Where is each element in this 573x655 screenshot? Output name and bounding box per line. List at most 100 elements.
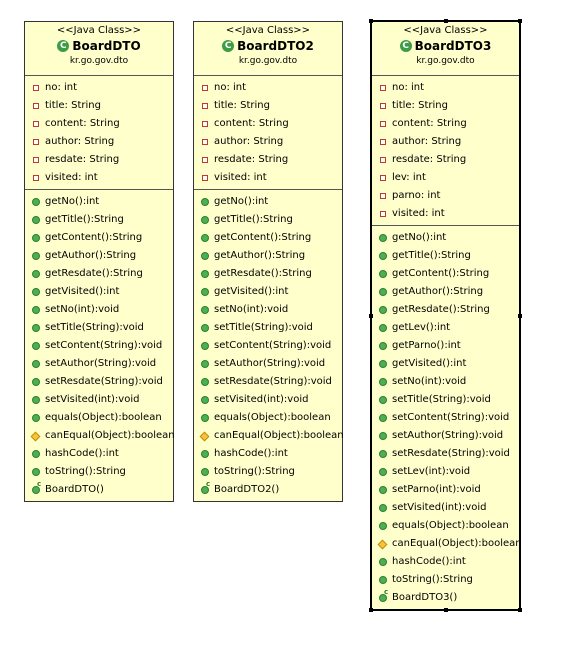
- method-row[interactable]: getNo():int: [25, 193, 173, 211]
- method-row[interactable]: toString():String: [372, 571, 519, 589]
- method-row[interactable]: getContent():String: [25, 229, 173, 247]
- method-label: getAuthor():String: [45, 250, 137, 261]
- resize-handle[interactable]: [518, 608, 522, 612]
- method-row[interactable]: setResdate(String):void: [194, 373, 342, 391]
- method-row[interactable]: getAuthor():String: [194, 247, 342, 265]
- resize-handle[interactable]: [369, 313, 373, 318]
- field-row[interactable]: author: String: [194, 133, 342, 151]
- field-row[interactable]: author: String: [25, 133, 173, 151]
- method-row[interactable]: getResdate():String: [25, 265, 173, 283]
- method-row[interactable]: getContent():String: [194, 229, 342, 247]
- method-row[interactable]: setTitle(String):void: [25, 319, 173, 337]
- field-label: title: String: [214, 100, 270, 111]
- method-row[interactable]: setVisited(int):void: [372, 499, 519, 517]
- method-row[interactable]: canEqual(Object):boolean: [25, 427, 175, 445]
- method-row[interactable]: setParno(int):void: [372, 481, 519, 499]
- resize-handle[interactable]: [518, 313, 522, 318]
- resize-handle[interactable]: [443, 608, 448, 612]
- private-field-icon: [202, 139, 208, 145]
- resize-handle[interactable]: [369, 19, 373, 23]
- method-row[interactable]: BoardDTO(): [25, 480, 173, 499]
- method-row[interactable]: getResdate():String: [372, 301, 519, 319]
- method-row[interactable]: setNo(int):void: [25, 301, 173, 319]
- method-row[interactable]: toString():String: [25, 463, 173, 481]
- method-row[interactable]: getTitle():String: [25, 211, 173, 229]
- method-row[interactable]: setContent(String):void: [372, 409, 519, 427]
- method-label: setResdate(String):void: [45, 376, 163, 387]
- field-row[interactable]: no: int: [194, 79, 342, 97]
- resize-handle[interactable]: [443, 19, 448, 23]
- method-label: getAuthor():String: [214, 250, 306, 261]
- method-row[interactable]: setResdate(String):void: [25, 373, 173, 391]
- field-row[interactable]: title: String: [372, 97, 519, 115]
- method-row[interactable]: toString():String: [194, 463, 342, 481]
- method-row[interactable]: hashCode():int: [194, 445, 342, 463]
- method-row[interactable]: getResdate():String: [194, 265, 342, 283]
- field-row[interactable]: no: int: [25, 79, 173, 97]
- resize-handle[interactable]: [369, 608, 373, 612]
- method-row[interactable]: getContent():String: [372, 265, 519, 283]
- field-row[interactable]: content: String: [372, 115, 519, 133]
- field-row[interactable]: resdate: String: [194, 151, 342, 169]
- field-row[interactable]: no: int: [372, 79, 519, 97]
- method-row[interactable]: getParno():int: [372, 337, 519, 355]
- field-row[interactable]: title: String: [25, 97, 173, 115]
- method-row[interactable]: equals(Object):boolean: [194, 409, 342, 427]
- method-row[interactable]: setAuthor(String):void: [372, 427, 519, 445]
- private-field-icon: [380, 193, 386, 199]
- method-row[interactable]: getVisited():int: [372, 355, 519, 373]
- method-row[interactable]: setAuthor(String):void: [194, 355, 342, 373]
- public-method-icon: [32, 378, 40, 386]
- method-row[interactable]: canEqual(Object):boolean: [194, 427, 344, 445]
- field-row[interactable]: content: String: [194, 115, 342, 133]
- field-row[interactable]: visited: int: [25, 169, 173, 187]
- method-row[interactable]: setLev(int):void: [372, 463, 519, 481]
- field-row[interactable]: visited: int: [372, 205, 519, 223]
- method-row[interactable]: setAuthor(String):void: [25, 355, 173, 373]
- method-row[interactable]: getNo():int: [194, 193, 342, 211]
- stereotype-label: <<Java Class>>: [403, 25, 488, 36]
- public-method-icon: [379, 450, 387, 458]
- method-row[interactable]: equals(Object):boolean: [25, 409, 173, 427]
- field-row[interactable]: resdate: String: [372, 151, 519, 169]
- method-row[interactable]: setNo(int):void: [194, 301, 342, 319]
- resize-handle[interactable]: [518, 19, 522, 23]
- field-row[interactable]: parno: int: [372, 187, 519, 205]
- field-row[interactable]: lev: int: [372, 169, 519, 187]
- method-row[interactable]: setContent(String):void: [25, 337, 173, 355]
- field-row[interactable]: author: String: [372, 133, 519, 151]
- field-row[interactable]: content: String: [25, 115, 173, 133]
- method-row[interactable]: getVisited():int: [25, 283, 173, 301]
- method-row[interactable]: canEqual(Object):boolean: [372, 535, 522, 553]
- method-row[interactable]: setVisited(int):void: [25, 391, 173, 409]
- method-label: canEqual(Object):boolean: [214, 430, 344, 441]
- method-row[interactable]: getLev():int: [372, 319, 519, 337]
- method-row[interactable]: getVisited():int: [194, 283, 342, 301]
- method-row[interactable]: hashCode():int: [25, 445, 173, 463]
- method-row[interactable]: hashCode():int: [372, 553, 519, 571]
- method-row[interactable]: getAuthor():String: [372, 283, 519, 301]
- method-row[interactable]: setVisited(int):void: [194, 391, 342, 409]
- field-row[interactable]: title: String: [194, 97, 342, 115]
- method-row[interactable]: getTitle():String: [194, 211, 342, 229]
- field-row[interactable]: resdate: String: [25, 151, 173, 169]
- private-field-icon: [33, 157, 39, 163]
- method-row[interactable]: getNo():int: [372, 229, 519, 247]
- method-row[interactable]: equals(Object):boolean: [372, 517, 519, 535]
- method-row[interactable]: BoardDTO3(): [372, 588, 519, 607]
- method-row[interactable]: setResdate(String):void: [372, 445, 519, 463]
- method-row[interactable]: getTitle():String: [372, 247, 519, 265]
- method-row[interactable]: getAuthor():String: [25, 247, 173, 265]
- field-row[interactable]: visited: int: [194, 169, 342, 187]
- method-row[interactable]: BoardDTO2(): [194, 480, 342, 499]
- method-row[interactable]: setNo(int):void: [372, 373, 519, 391]
- method-row[interactable]: setTitle(String):void: [372, 391, 519, 409]
- method-row[interactable]: setTitle(String):void: [194, 319, 342, 337]
- method-row[interactable]: setContent(String):void: [194, 337, 342, 355]
